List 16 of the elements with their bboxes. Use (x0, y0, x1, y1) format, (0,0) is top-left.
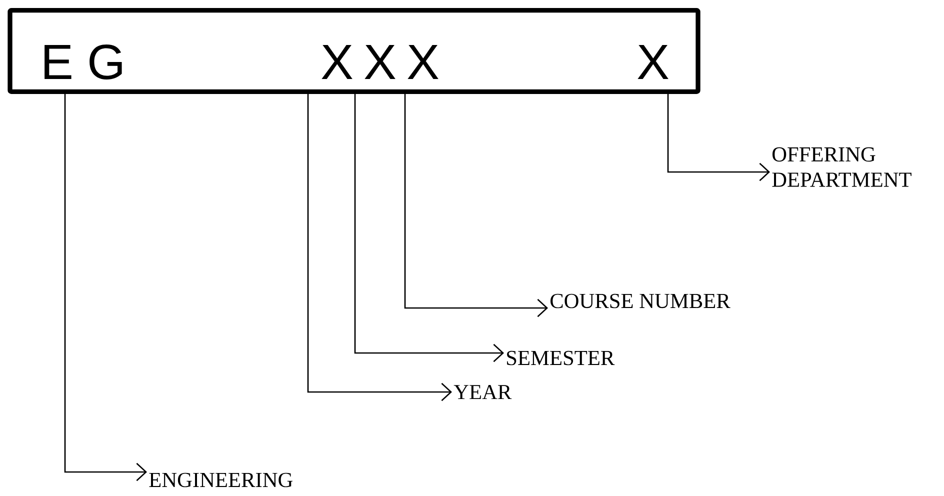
leader-arrow (307, 94, 452, 402)
field-label: ENGINEERING (149, 472, 292, 488)
code-box (8, 8, 700, 94)
code-letter: E G (44, 44, 122, 80)
field-label: COURSE NUMBER (550, 294, 730, 308)
field-label: SEMESTER (507, 350, 615, 366)
code-letter: X (408, 45, 438, 79)
field-label: YEAR (454, 384, 512, 400)
leader-arrow (354, 94, 504, 362)
code-letter: X (322, 45, 352, 79)
leader-arrow (667, 94, 770, 182)
leader-arrow (64, 94, 148, 482)
field-label: OFFERING DEPARTMENT (772, 147, 912, 187)
code-letter: X (638, 45, 668, 79)
leader-arrow (404, 94, 548, 318)
code-letter: X (364, 45, 396, 79)
